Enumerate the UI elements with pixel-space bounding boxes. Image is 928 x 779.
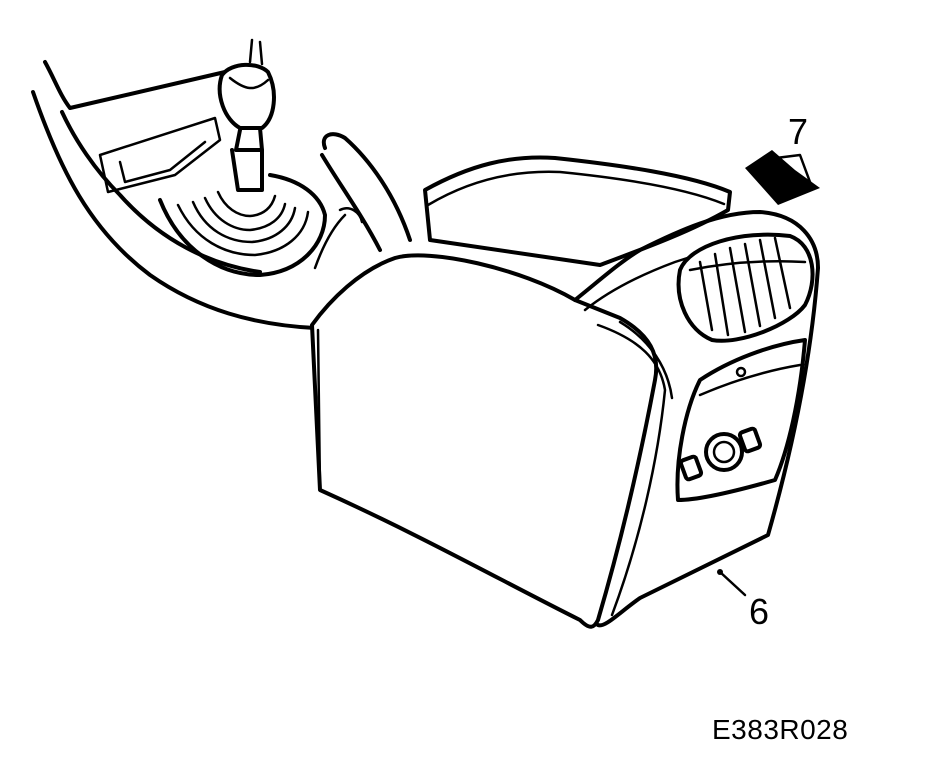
rear-control-panel — [675, 338, 807, 502]
handbrake-lever — [313, 132, 412, 270]
gear-boot — [158, 126, 327, 277]
arrow-7-icon — [745, 150, 820, 205]
rear-air-vent — [676, 232, 815, 343]
gear-knob — [217, 38, 276, 130]
leader-line-6 — [717, 569, 747, 597]
figure-code: E383R028 — [712, 714, 849, 745]
callout-6: 6 — [749, 591, 770, 632]
tunnel-outline — [31, 60, 392, 330]
console-body — [310, 210, 820, 629]
callout-7: 7 — [788, 111, 809, 152]
armrest-lid — [423, 155, 732, 267]
